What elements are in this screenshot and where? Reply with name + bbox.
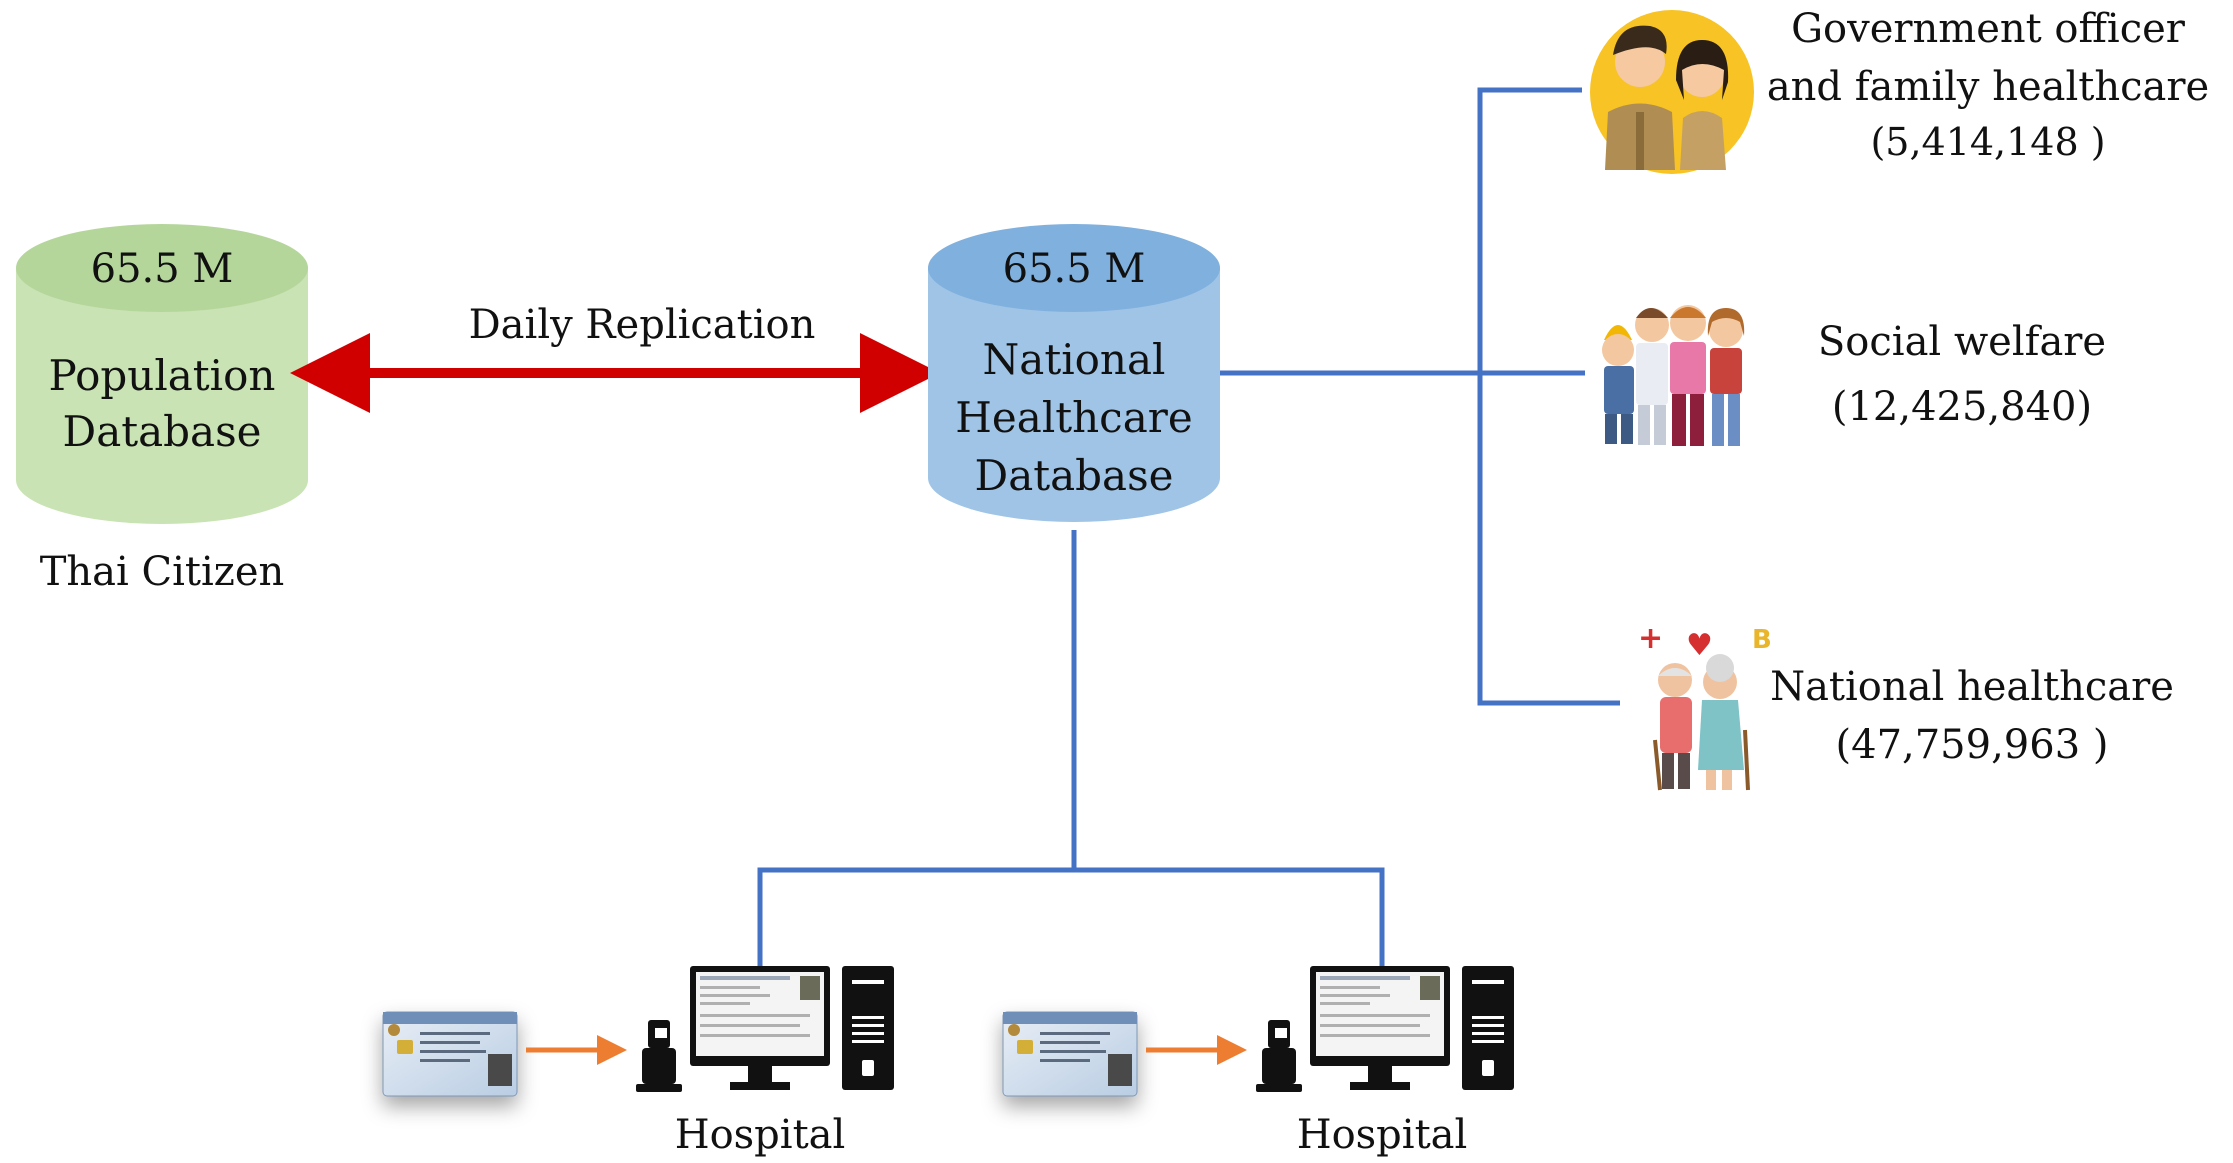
daily-replication-label: Daily Replication — [469, 302, 816, 348]
national-healthcare-label: National healthcare — [1770, 664, 2174, 710]
svg-text:♥: ♥ — [1686, 628, 1713, 663]
population-db-title-line1: Population — [49, 351, 276, 400]
card-reader-icon — [1256, 1020, 1302, 1092]
hospital-label-2: Hospital — [1297, 1112, 1468, 1158]
svg-text:+: + — [1638, 621, 1663, 656]
population-db-top — [16, 224, 308, 312]
population-db-title-line2: Database — [63, 407, 262, 456]
government-officer-label-line1: Government officer — [1791, 6, 2186, 52]
national-healthcare-database: 65.5 M National Healthcare Database — [928, 224, 1220, 522]
computer-tower-icon — [1462, 966, 1514, 1090]
population-db-count: 65.5 M — [91, 246, 234, 292]
elderly-couple-icon: + ♥ B — [1638, 621, 1772, 791]
workers-family-icon — [1602, 305, 1745, 446]
connector-lines — [757, 87, 1620, 968]
national-db-top — [928, 224, 1220, 312]
svg-text:B: B — [1752, 625, 1772, 655]
national-db-title-line3: Database — [975, 451, 1174, 500]
population-database: 65.5 M Population Database — [16, 224, 308, 524]
national-db-count: 65.5 M — [1003, 246, 1146, 292]
government-officer-count: (5,414,148 ) — [1870, 120, 2105, 164]
computer-tower-icon — [842, 966, 894, 1090]
national-db-title-line1: National — [983, 335, 1166, 384]
id-card-icon — [1002, 1011, 1138, 1097]
national-db-body — [928, 268, 1220, 522]
card-reader-icon — [636, 1020, 682, 1092]
hospital-workstation-icon — [382, 966, 894, 1097]
hospital-label-1: Hospital — [675, 1112, 846, 1158]
government-officer-label-line2: and family healthcare — [1767, 64, 2209, 110]
connector-hospital-bus — [757, 867, 1385, 968]
connector-groups-bus — [1477, 87, 1620, 706]
social-welfare-label: Social welfare — [1818, 319, 2106, 365]
hospital-workstation-icon — [1002, 966, 1514, 1097]
thai-citizen-caption: Thai Citizen — [40, 549, 285, 595]
national-healthcare-count: (47,759,963 ) — [1836, 722, 2109, 768]
computer-monitor-icon — [1310, 966, 1450, 1090]
computer-monitor-icon — [690, 966, 830, 1090]
government-officers-icon — [1590, 10, 1754, 174]
population-db-body — [16, 268, 308, 524]
id-card-icon — [382, 1011, 518, 1097]
social-welfare-count: (12,425,840) — [1832, 384, 2092, 430]
national-db-title-line2: Healthcare — [955, 393, 1192, 442]
